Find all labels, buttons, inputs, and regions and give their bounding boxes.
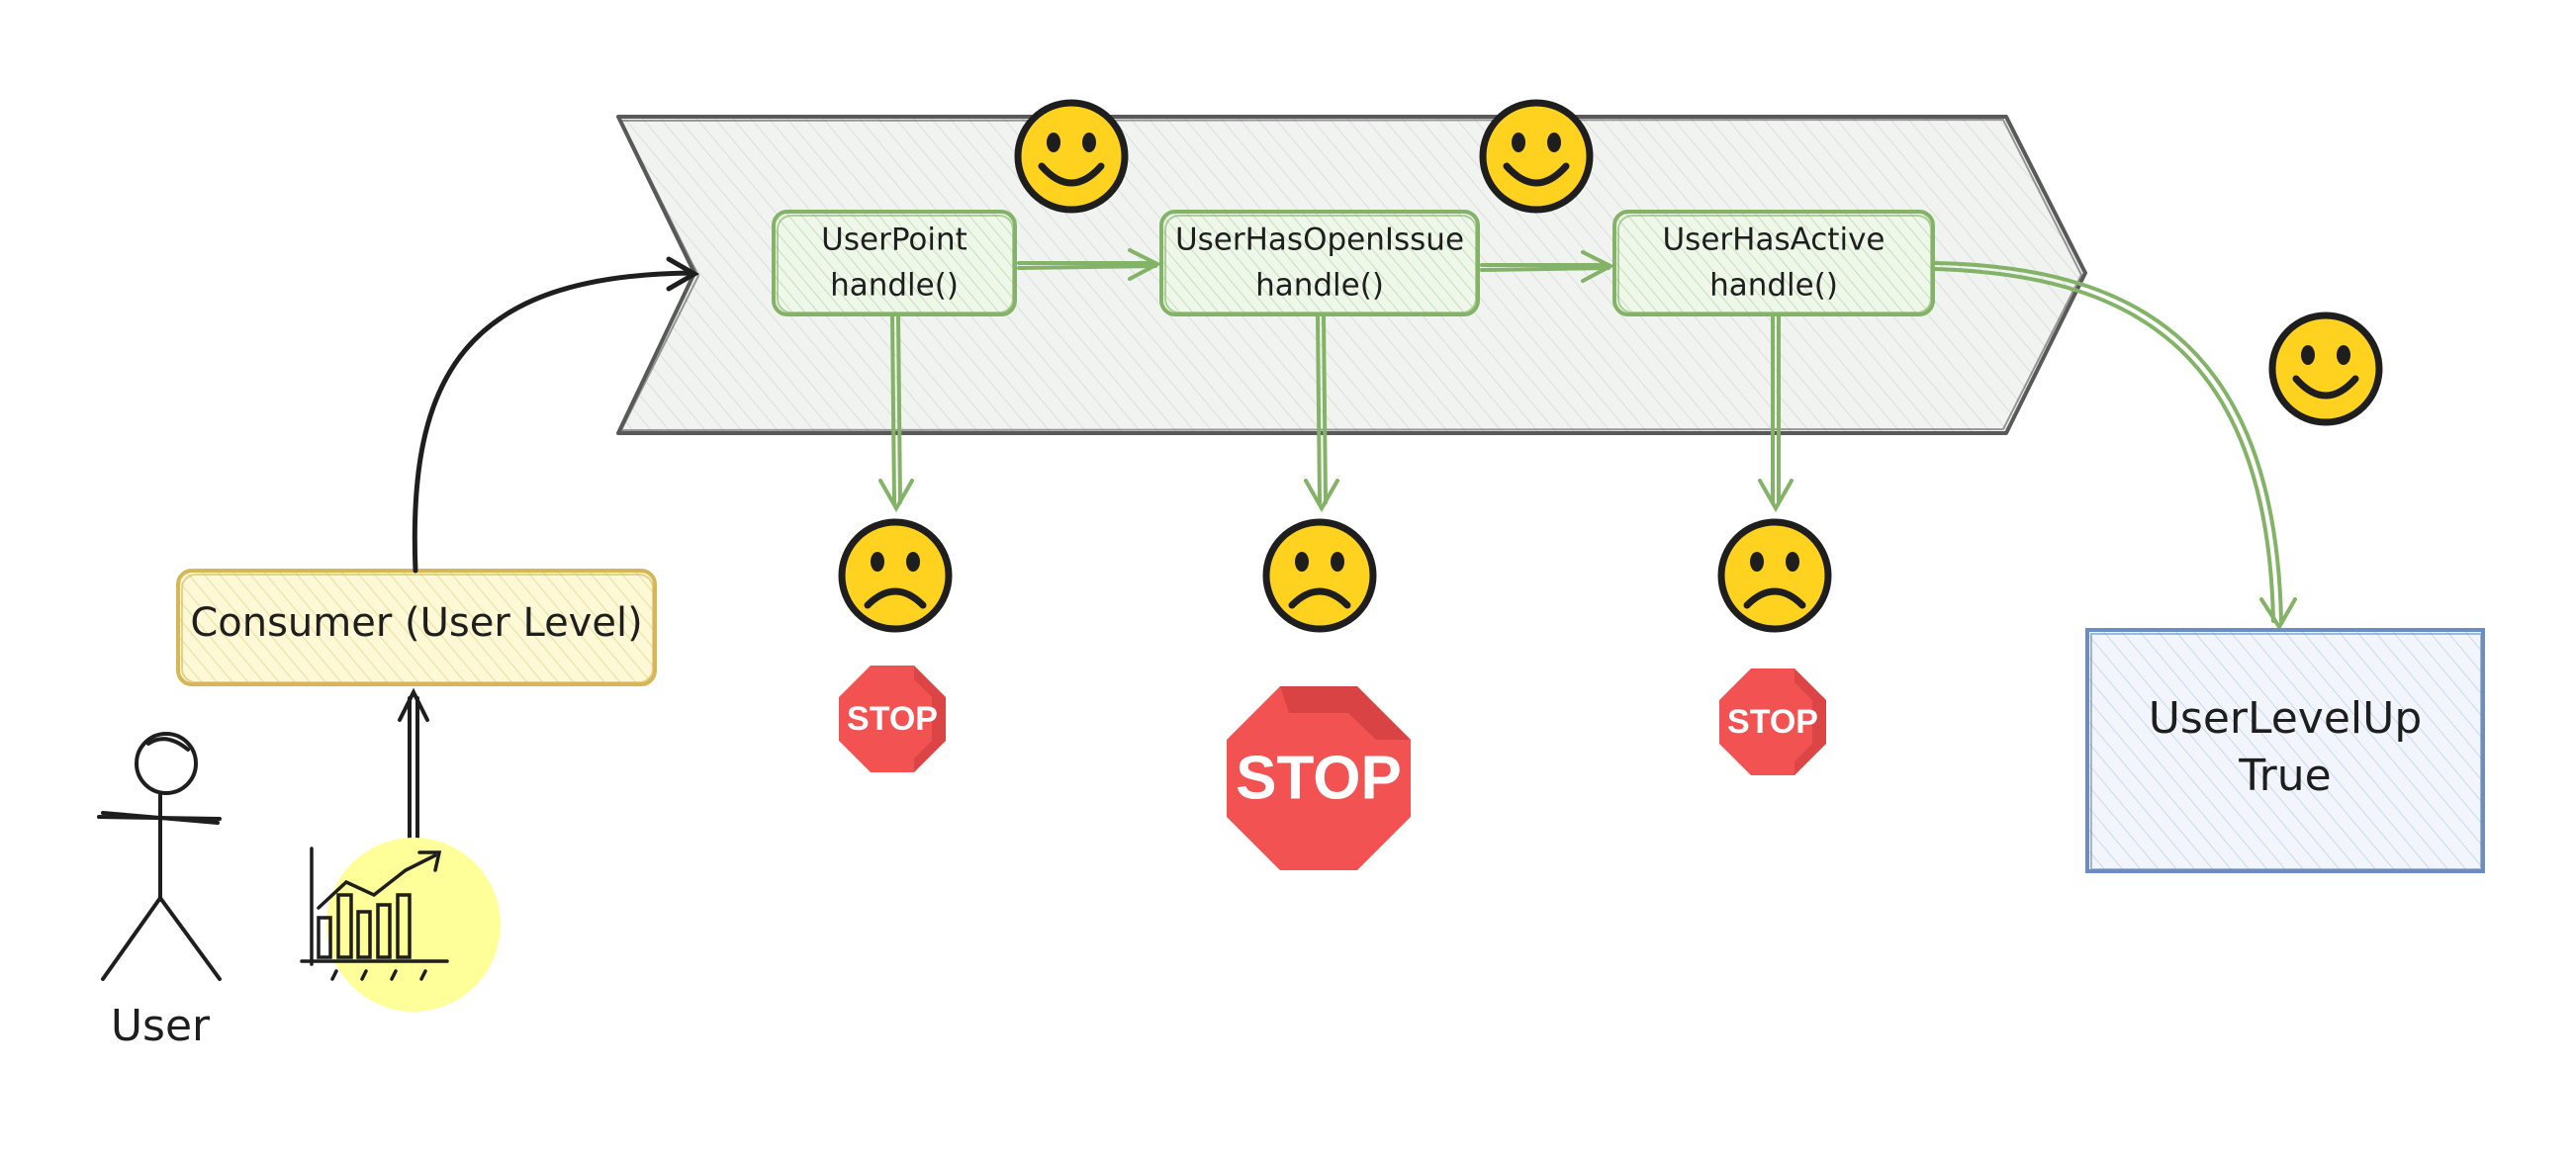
arrow-handler-to-result: [1933, 261, 2297, 631]
handler-user-has-open-issue-method: handle(): [1255, 268, 1384, 304]
result-title: UserLevelUp: [2149, 693, 2423, 744]
result-box: UserLevelUp True: [2085, 628, 2485, 873]
handler-user-has-open-issue: UserHasOpenIssue handle(): [1159, 210, 1480, 316]
handler-user-has-active: UserHasActive handle(): [1612, 210, 1935, 316]
handler-user-point-method: handle(): [830, 268, 959, 304]
stop-label: STOP: [1236, 744, 1402, 812]
arrows-handler-chain: [1017, 248, 1615, 283]
user-label: User: [111, 1001, 211, 1051]
arrows-handler-to-fail: [878, 314, 1794, 513]
bar-chart-growth-icon: [300, 838, 501, 1012]
consumer-box: Consumer (User Level): [176, 569, 657, 686]
stop-label: STOP: [1727, 703, 1818, 741]
smiley-sad-icon: [1262, 518, 1377, 633]
arrow-consumer-to-pipeline: [412, 256, 700, 574]
handler-user-has-open-issue-name: UserHasOpenIssue: [1175, 223, 1464, 258]
handler-user-point-name: UserPoint: [821, 223, 967, 258]
smiley-happy-icon: [1014, 99, 1129, 214]
smiley-happy-icon: [1479, 99, 1594, 214]
stop-label: STOP: [847, 700, 938, 738]
stop-sign-icon: STOP: [839, 666, 946, 772]
handler-user-has-active-method: handle(): [1709, 268, 1838, 304]
arrow-chart-to-consumer: [398, 687, 429, 843]
handler-user-point: UserPoint handle(): [772, 210, 1017, 316]
smiley-sad-icon: [1717, 518, 1832, 633]
consumer-label: Consumer (User Level): [190, 600, 642, 646]
stop-sign-icon: STOP: [1227, 686, 1411, 870]
result-value: True: [2238, 751, 2331, 801]
stick-figure-icon: [97, 732, 222, 981]
stop-sign-icon: STOP: [1719, 669, 1826, 775]
handler-user-has-active-name: UserHasActive: [1662, 223, 1885, 258]
smiley-happy-icon: [2268, 312, 2383, 426]
smiley-sad-icon: [838, 518, 953, 633]
